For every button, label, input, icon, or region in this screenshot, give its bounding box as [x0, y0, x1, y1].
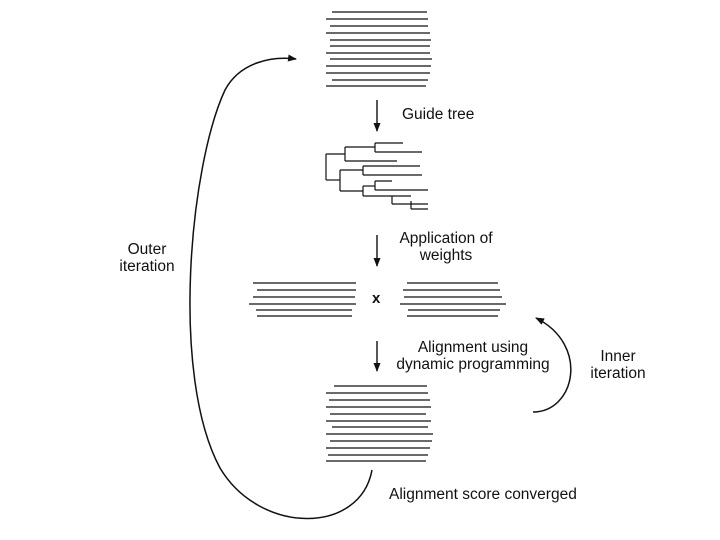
alignment-label: Alignment using dynamic programming: [396, 339, 550, 373]
input-sequences: [326, 11, 432, 87]
weights-label: Application of weights: [399, 230, 493, 264]
converged-label: Alignment score converged: [389, 486, 577, 503]
outer-iteration-label: Outer iteration: [119, 241, 175, 275]
guide-tree: [325, 142, 428, 210]
inner-iteration-arrow: [532, 317, 572, 413]
multiply-sign: x: [372, 290, 381, 307]
aligned-sequences: [326, 385, 433, 462]
outer-iteration-arrow: [189, 54, 373, 520]
weighted-sequences-left: [249, 282, 356, 317]
inner-iteration-label: Inner iteration: [590, 348, 646, 382]
weighted-sequences-right: [400, 282, 506, 317]
guide-tree-label: Guide tree: [402, 106, 475, 123]
